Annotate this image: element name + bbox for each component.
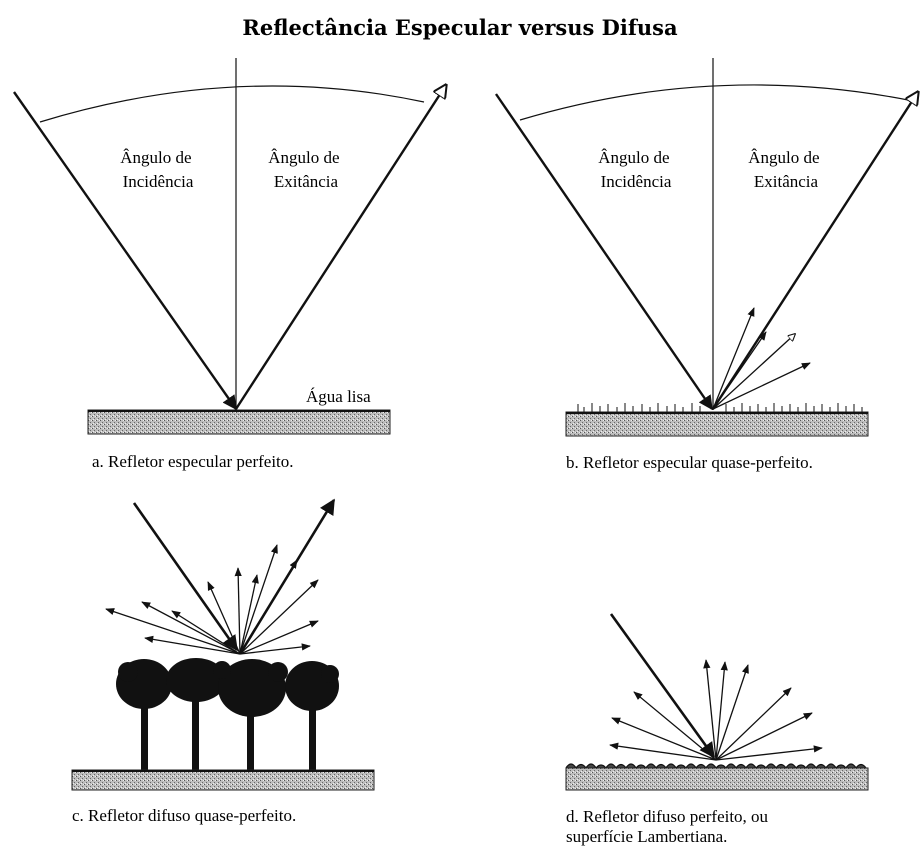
angle-exitance-label: Ângulo de Exitância: [268, 148, 344, 191]
tree-canopies: [116, 658, 339, 717]
caption-a: a. Refletor especular perfeito.: [92, 452, 294, 471]
lambertian-rays: [609, 659, 823, 761]
smooth-surface: [87, 409, 391, 435]
incident-ray: [132, 502, 239, 652]
angle-incidence-label: Ângulo de Incidência: [120, 148, 196, 191]
incident-ray: [495, 93, 713, 411]
angle-incidence-label: Ângulo de Incidência: [598, 148, 674, 191]
incident-ray: [609, 613, 716, 759]
angle-arc: [39, 85, 425, 123]
reflected-ray: [234, 85, 446, 410]
surface-label: Água lisa: [306, 387, 371, 406]
angle-arc: [519, 84, 909, 121]
panel-c: c. Refletor difuso quase-perfeito.: [71, 498, 375, 825]
reflected-ray: [711, 92, 918, 410]
caption-c: c. Refletor difuso quase-perfeito.: [72, 806, 296, 825]
caption-d: d. Refletor difuso perfeito, ou superfíc…: [566, 807, 772, 846]
scattered-rays: [105, 544, 319, 655]
figure-title: Reflectância Especular versus Difusa: [242, 15, 678, 40]
rough-surface-ticks: [577, 403, 863, 412]
incident-ray: [13, 91, 237, 411]
panel-d: d. Refletor difuso perfeito, ou superfíc…: [565, 613, 869, 846]
angle-exitance-label: Ângulo de Exitância: [748, 148, 824, 191]
panel-b: Ângulo de Incidência Ângulo de Exitância…: [495, 58, 918, 472]
specular-ray: [238, 498, 336, 655]
bumpy-surface-top: [565, 763, 867, 770]
scattered-rays: [712, 307, 811, 410]
lambertian-surface: [565, 767, 869, 791]
panel-a: Ângulo de Incidência Ângulo de Exitância…: [13, 58, 446, 471]
rough-surface: [565, 411, 869, 437]
tree-trunks: [141, 690, 316, 772]
ground-surface: [71, 769, 375, 791]
caption-b: b. Refletor especular quase-perfeito.: [566, 453, 813, 472]
